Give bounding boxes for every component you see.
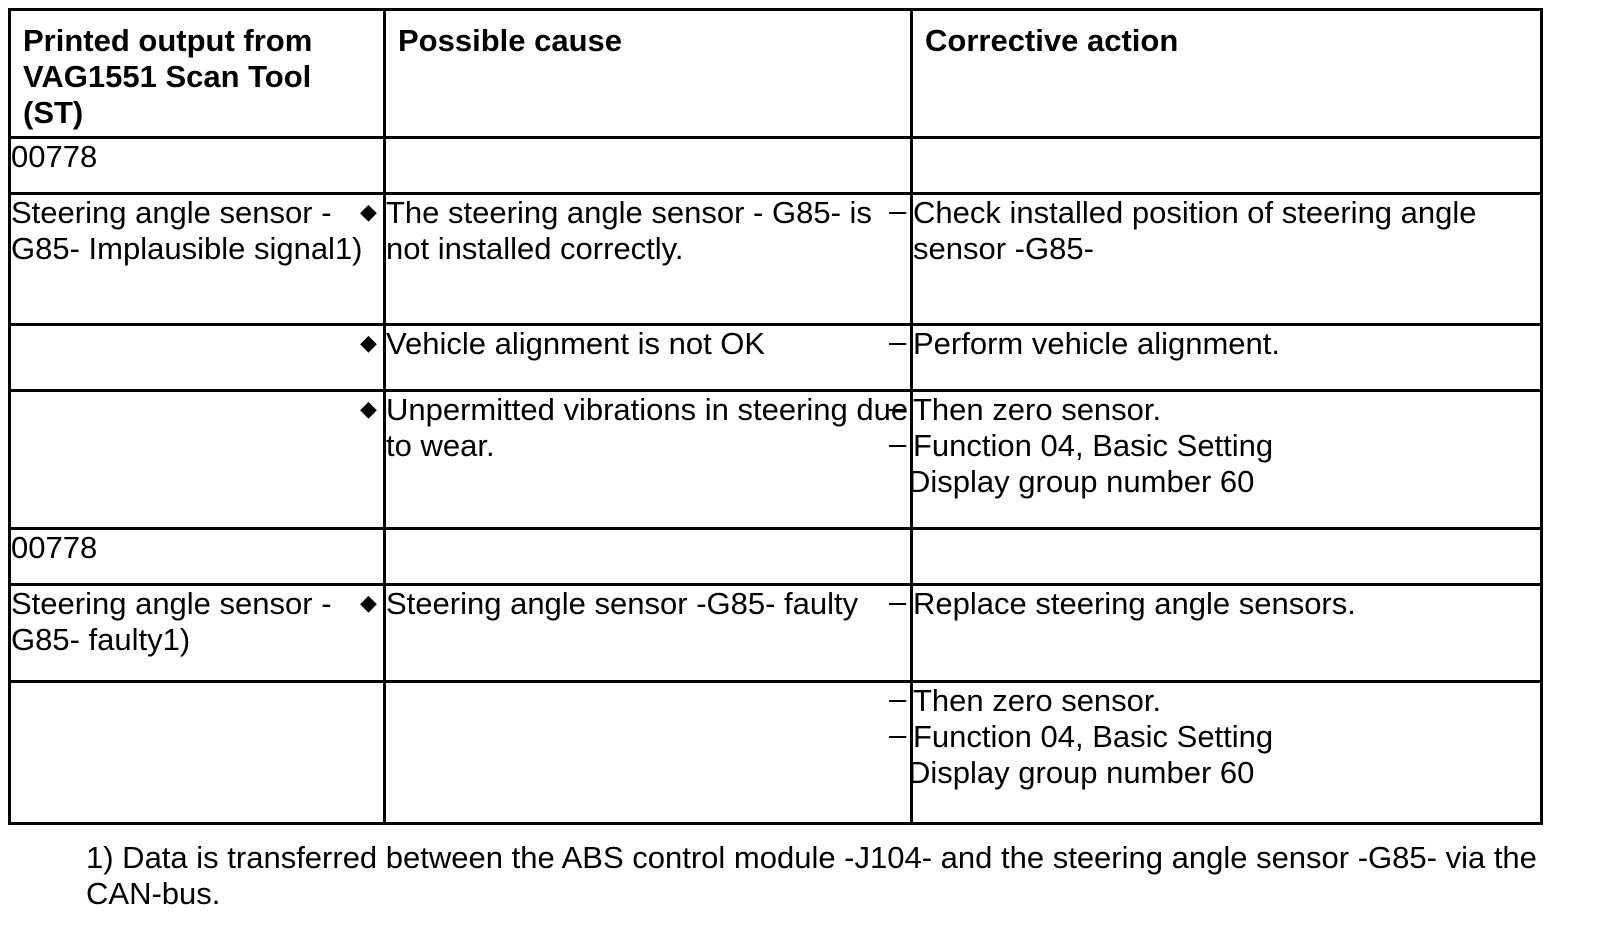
action-note: Display group number 60 [908, 464, 1255, 499]
action-text: Function 04, Basic Setting [913, 428, 1274, 463]
table-row: ◆ Unpermitted vibrations in steering due … [8, 389, 1543, 530]
cell-corrective-action: –Perform vehicle alignment. [889, 323, 1543, 392]
dash-icon: – [889, 426, 907, 461]
cell-possible-cause: ◆ Steering angle sensor -G85- faulty [360, 583, 913, 683]
cause-text: Unpermitted vibrations in steering due t… [386, 392, 909, 463]
bullet-icon: ◆ [360, 199, 377, 224]
dash-icon: – [889, 193, 907, 228]
header-corrective-action: Corrective action [910, 8, 1543, 139]
bullet-icon: ◆ [360, 590, 377, 615]
cell-printed-output: Steering angle sensor - G85- Implausible… [8, 192, 386, 326]
cell-corrective-action [910, 136, 1543, 195]
cell-printed-output: 00778 [8, 527, 386, 586]
cell-printed-output: Steering angle sensor - G85- faulty1) [8, 583, 386, 683]
table-row: Steering angle sensor - G85- faulty1) ◆ S… [8, 583, 1543, 683]
header-possible-cause: Possible cause [383, 8, 913, 139]
cell-printed-output [8, 323, 386, 392]
action-text: Then zero sensor. [913, 683, 1162, 718]
cell-possible-cause [383, 136, 913, 195]
cell-possible-cause [383, 527, 913, 586]
diagnostic-table: Printed output from VAG1551 Scan Tool (S… [8, 8, 1543, 825]
dash-icon: – [889, 681, 907, 716]
cell-corrective-action [910, 527, 1543, 586]
action-text: Then zero sensor. [913, 392, 1162, 427]
cause-text: Steering angle sensor -G85- faulty [386, 586, 859, 621]
table-row: Steering angle sensor - G85- Implausible… [8, 192, 1543, 326]
action-text: Perform vehicle alignment. [913, 326, 1280, 361]
cell-possible-cause: ◆ Vehicle alignment is not OK [360, 323, 913, 392]
table-row: 00778 [8, 136, 1543, 195]
cell-corrective-action: –Check installed position of steering an… [889, 192, 1543, 326]
bullet-icon: ◆ [360, 330, 377, 355]
action-text: Check installed position of steering ang… [913, 195, 1477, 266]
action-note: Display group number 60 [908, 755, 1255, 790]
cell-printed-output [8, 389, 386, 530]
cell-possible-cause: ◆ The steering angle sensor - G85- is not… [360, 192, 913, 326]
dash-icon: – [889, 584, 907, 619]
dash-icon: – [889, 717, 907, 752]
table-row: 00778 [8, 527, 1543, 586]
dash-icon: – [889, 390, 907, 425]
cell-corrective-action: –Replace steering angle sensors. [889, 583, 1543, 683]
cell-printed-output: 00778 [8, 136, 386, 195]
action-text: Replace steering angle sensors. [913, 586, 1356, 621]
footnote: 1) Data is transferred between the ABS c… [86, 840, 1537, 911]
bullet-icon: ◆ [360, 396, 377, 421]
table-row: ◆ Vehicle alignment is not OK –Perform ve… [8, 323, 1543, 392]
header-printed-output: Printed output from VAG1551 Scan Tool (S… [8, 8, 386, 139]
dash-icon: – [889, 324, 907, 359]
cell-corrective-action: –Then zero sensor. –Function 04, Basic S… [889, 389, 1543, 530]
table-header-row: Printed output from VAG1551 Scan Tool (S… [8, 8, 1543, 139]
cell-printed-output [8, 680, 386, 825]
cause-text: The steering angle sensor - G85- is not … [386, 195, 872, 266]
cell-corrective-action: –Then zero sensor. –Function 04, Basic S… [889, 680, 1543, 825]
table-row: –Then zero sensor. –Function 04, Basic S… [8, 680, 1543, 825]
cause-text: Vehicle alignment is not OK [386, 326, 766, 361]
action-text: Function 04, Basic Setting [913, 719, 1274, 754]
cell-possible-cause: ◆ Unpermitted vibrations in steering due … [360, 389, 913, 530]
cell-possible-cause [383, 680, 913, 825]
